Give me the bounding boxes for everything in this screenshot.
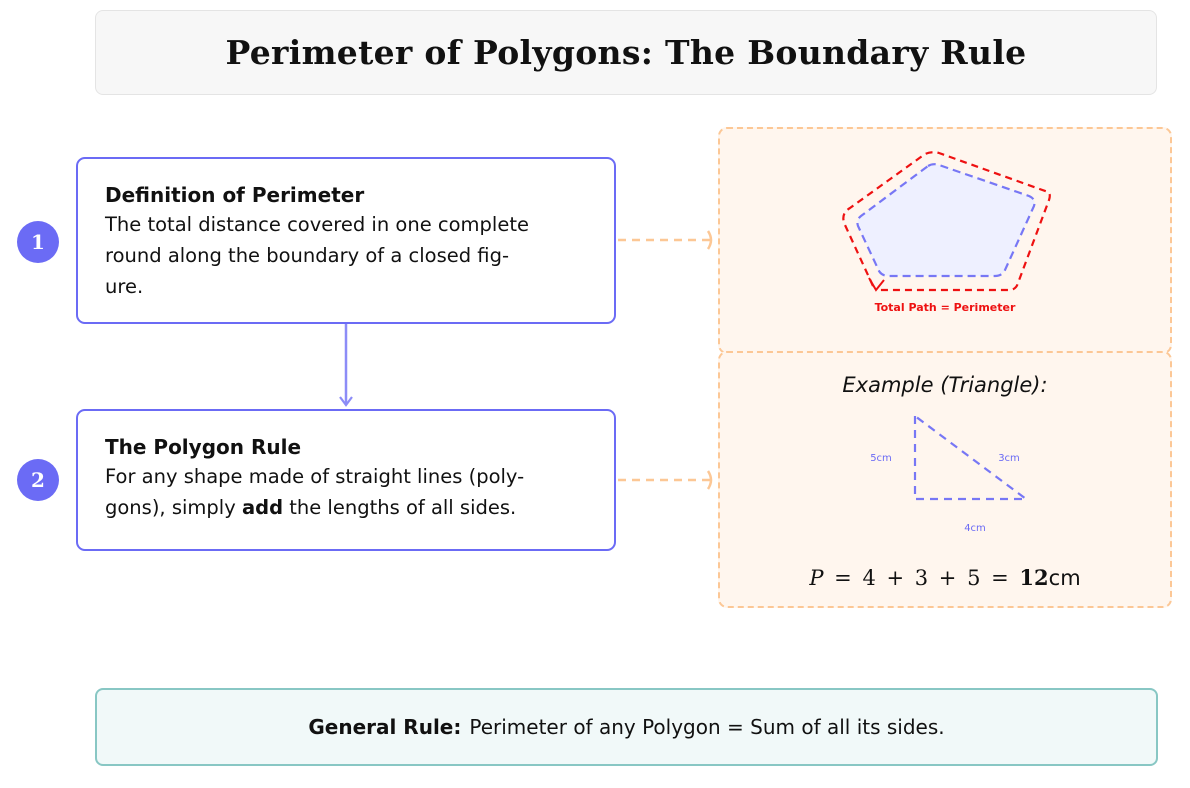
step-title: The Polygon Rule	[105, 435, 302, 459]
formula-expression: 4 + 3 + 5	[862, 566, 981, 590]
example-title: Example (Triangle):	[842, 373, 1048, 397]
text-span: the lengths of all sides.	[283, 496, 517, 519]
step-number-badge-2: 2	[17, 459, 59, 501]
step-description: The total distance covered in one comple…	[105, 209, 588, 302]
connector-arrow-2	[618, 470, 713, 490]
formula-variable: P	[809, 566, 824, 590]
formula-equals: =	[991, 566, 1009, 590]
formula-equals: =	[834, 566, 852, 590]
step-card-definition: Definition of Perimeter The total distan…	[76, 157, 616, 324]
step-line: The total distance covered in one comple…	[105, 213, 529, 236]
formula-result: 12	[1019, 565, 1049, 590]
formula-unit: cm	[1048, 566, 1081, 590]
flow-arrow-down	[339, 324, 353, 407]
step-line: ure.	[105, 275, 144, 298]
step-description: For any shape made of straight lines (po…	[105, 461, 588, 523]
general-rule-box: General Rule: Perimeter of any Polygon =…	[95, 688, 1158, 766]
step-line: For any shape made of straight lines (po…	[105, 465, 525, 488]
connector-arrow-1	[618, 230, 713, 250]
step-line: round along the boundary of a closed fig…	[105, 244, 509, 267]
perimeter-formula: P = 4 + 3 + 5 = 12cm	[720, 565, 1170, 590]
triangle-example-panel: Example (Triangle): P = 4 + 3 + 5 = 12cm	[718, 351, 1172, 608]
page-title: Perimeter of Polygons: The Boundary Rule	[225, 33, 1027, 72]
title-banner: Perimeter of Polygons: The Boundary Rule	[95, 10, 1157, 95]
text-span: gons), simply	[105, 496, 242, 519]
pentagon-illustration-panel	[718, 127, 1172, 354]
emphasis-add: add	[241, 496, 284, 519]
general-rule-text: Perimeter of any Polygon = Sum of all it…	[469, 715, 945, 739]
step-title: Definition of Perimeter	[105, 183, 365, 207]
step-number-badge-1: 1	[17, 221, 59, 263]
step-card-polygon-rule: The Polygon Rule For any shape made of s…	[76, 409, 616, 551]
step-line: gons), simply add the lengths of all sid…	[105, 492, 588, 523]
general-rule-label: General Rule:	[308, 715, 462, 739]
